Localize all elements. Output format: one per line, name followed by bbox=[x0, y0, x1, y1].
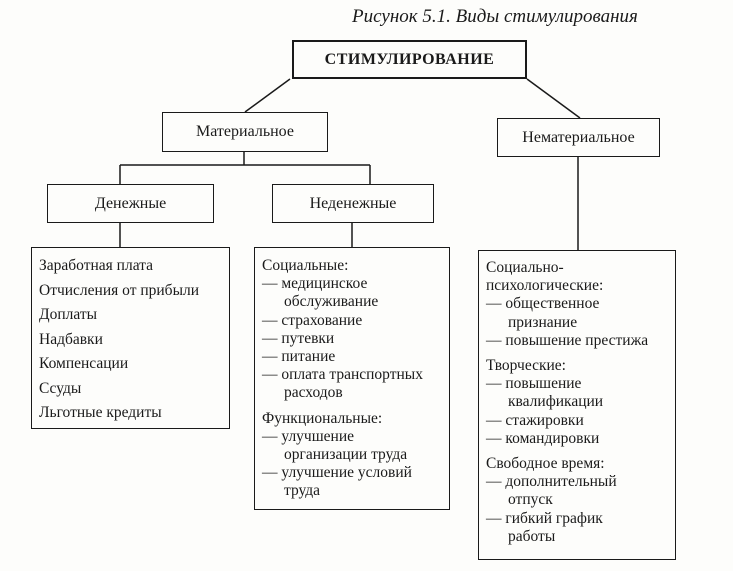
list-item: организации труда bbox=[284, 446, 408, 464]
node-money: Денежные bbox=[47, 184, 214, 223]
group-heading: Функциональные: bbox=[262, 409, 383, 427]
list-item: — дополнительный bbox=[486, 473, 617, 491]
list-item: Надбавки bbox=[39, 330, 103, 348]
figure-caption: Рисунок 5.1. Виды стимулирования bbox=[352, 6, 638, 27]
list-item: признание bbox=[508, 313, 578, 331]
list-item: — улучшение условий bbox=[262, 464, 412, 482]
node-nonmoney: Неденежные bbox=[272, 184, 434, 223]
list-item: квалификации bbox=[508, 393, 604, 411]
list-item: — медицинское bbox=[262, 275, 368, 293]
list-item: Доплаты bbox=[39, 306, 98, 323]
list-item: — командировки bbox=[486, 429, 600, 447]
group-heading: психологические: bbox=[486, 277, 604, 295]
node-material: Материальное bbox=[162, 112, 328, 152]
list-item: — улучшение bbox=[262, 427, 355, 445]
list-item: расходов bbox=[284, 384, 343, 402]
list-item: Заработная плата bbox=[39, 257, 154, 274]
group-heading: Творческие: bbox=[486, 357, 566, 375]
list-item: Льготные кредиты bbox=[39, 404, 162, 421]
list-item: обслуживание bbox=[284, 293, 379, 311]
list-item: — страхование bbox=[262, 311, 363, 329]
list-item: — стажировки bbox=[486, 411, 584, 429]
list-item: — общественное bbox=[486, 295, 600, 313]
line-root-intangible bbox=[526, 78, 581, 119]
list-item: труда bbox=[284, 482, 321, 500]
list-item: — гибкий график bbox=[486, 509, 603, 527]
list-item: — оплата транспортных bbox=[262, 366, 423, 384]
money-items-list: Заработная плата Отчисления от прибыли Д… bbox=[31, 247, 230, 429]
group-heading: Социальные: bbox=[262, 257, 349, 274]
list-item: работы bbox=[508, 527, 556, 545]
list-item: — повышение bbox=[486, 375, 582, 393]
node-intangible: Нематериальное bbox=[497, 118, 660, 157]
group-heading: Социально- bbox=[486, 259, 564, 276]
list-item: — питание bbox=[262, 348, 336, 366]
list-item: — повышение престижа bbox=[486, 331, 649, 349]
nonmoney-items-list: Социальные: — медицинское обслуживание —… bbox=[254, 247, 450, 510]
list-item: Отчисления от прибыли bbox=[39, 281, 200, 299]
node-stimulation: СТИМУЛИРОВАНИЕ bbox=[292, 40, 527, 79]
list-item: — путевки bbox=[262, 329, 335, 347]
intangible-items-list: Социально- психологические: — общественн… bbox=[478, 250, 676, 560]
list-item: отпуск bbox=[508, 491, 553, 509]
list-item: Ссуды bbox=[39, 379, 82, 397]
group-heading: Свободное время: bbox=[486, 455, 605, 473]
line-root-material bbox=[244, 78, 291, 113]
list-item: Компенсации bbox=[39, 355, 129, 372]
